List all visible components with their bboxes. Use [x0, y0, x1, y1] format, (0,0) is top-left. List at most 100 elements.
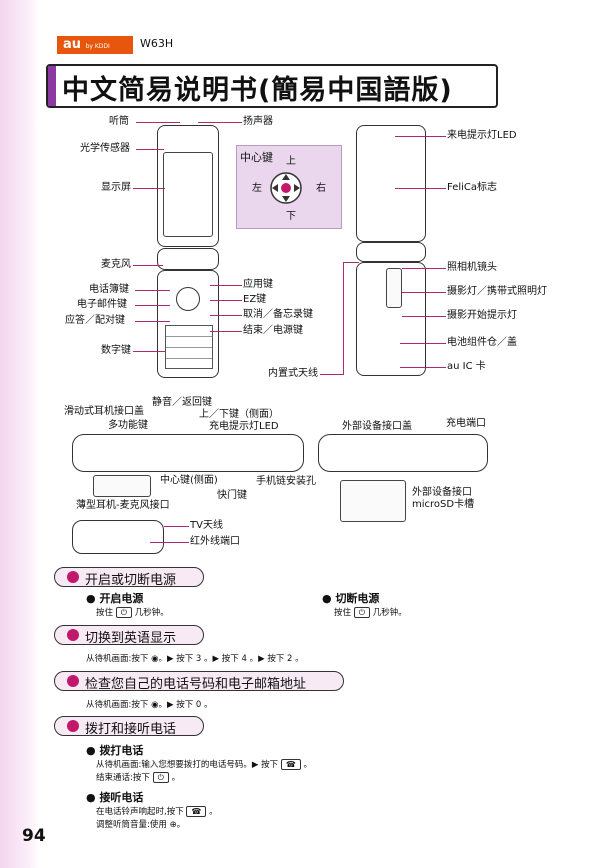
section-english: 切换到英语显示	[54, 625, 204, 646]
leader-answer	[135, 321, 170, 322]
leader-speaker	[198, 122, 242, 123]
section-bullet-icon	[67, 571, 79, 583]
label-incoming-led: 来电提示灯LED	[447, 130, 517, 141]
leader-felica	[395, 188, 446, 189]
label-mute-key: 静音／返回键	[152, 397, 212, 408]
leader-mic	[133, 265, 163, 266]
microsd-inset	[340, 480, 406, 522]
label-earphone-cover: 滑动式耳机接口盖	[64, 406, 144, 417]
section-calls: 拨打和接听电话	[54, 716, 204, 737]
leader-incoming-led	[395, 136, 446, 137]
english-steps: 从待机画面:按下 ◉。▶ 按下 3 。▶ 按下 4 。▶ 按下 2 。	[86, 654, 304, 664]
label-tv-antenna: TV天线	[190, 520, 223, 531]
earphone-jack-inset	[93, 475, 151, 497]
label-speaker: 扬声器	[243, 116, 273, 127]
answer-line1: 在电话铃声响起时,按下 ☎ 。	[96, 806, 218, 817]
dial-line2: 结束通话:按下 ⏻ 。	[96, 772, 181, 783]
power-off-title: ● 切断电源	[322, 592, 380, 605]
label-camera-lens: 照相机镜头	[447, 262, 497, 273]
label-phonebook-key: 电话簿键	[89, 284, 129, 295]
phone-end-view	[72, 520, 164, 554]
leader-au-ic	[400, 367, 446, 368]
power-off-text: 按住 ⏻ 几秒钟。	[334, 607, 407, 618]
answer-title: ● 接听电话	[86, 791, 144, 804]
center-key-label: 中心键	[240, 151, 273, 164]
label-end-key: 结束／电源键	[243, 325, 303, 336]
section-power: 开启或切断电源	[54, 567, 204, 588]
label-app-key: 应用键	[243, 279, 273, 290]
label-earpiece: 听筒	[109, 116, 129, 127]
dir-up-label: 上	[286, 156, 296, 167]
leader-ez	[210, 300, 242, 301]
leader-app	[210, 285, 242, 286]
leader-number-keys	[133, 351, 165, 352]
section-title: 开启或切断电源	[85, 573, 177, 588]
model-name: W63H	[140, 37, 174, 50]
answer-line2: 调整听筒音量:使用 ⊕。	[96, 820, 186, 830]
check-steps: 从待机画面:按下 ◉。▶ 按下 0 。	[86, 700, 213, 710]
dpad-icon	[270, 172, 302, 204]
label-felica: FeliCa标志	[447, 182, 498, 193]
volume-key-icon: ⊕	[169, 820, 177, 830]
phone-keypad	[165, 325, 213, 369]
leader-antenna-h	[320, 374, 344, 375]
leader-cancel	[210, 315, 242, 316]
label-mic: 麦克风	[101, 259, 131, 270]
label-email-key: 电子邮件键	[77, 299, 127, 310]
section-bullet-icon	[67, 720, 79, 732]
label-ext-cover: 外部设备接口盖	[342, 421, 412, 432]
title-accent	[48, 66, 56, 106]
dir-down-label: 下	[286, 211, 296, 222]
call-key-icon: ☎	[186, 806, 207, 817]
leader-ir	[150, 542, 189, 543]
label-light-sensor: 光学传感器	[80, 143, 130, 154]
end-key-icon: ⏻	[353, 607, 371, 618]
leader-phonebook	[135, 290, 170, 291]
label-updown-key: 上／下键（侧面）	[199, 409, 279, 420]
dir-right-label: 右	[316, 183, 326, 194]
leader-video-light	[402, 292, 446, 293]
power-on-title: ● 开启电源	[86, 592, 144, 605]
camera-module	[386, 268, 402, 308]
label-number-keys: 数字键	[101, 345, 131, 356]
label-ext-port: 外部设备接口	[412, 487, 472, 498]
au-logo: au by KDDI	[57, 36, 133, 54]
phone-side-left	[72, 434, 304, 472]
section-check: 检查您自己的电话号码和电子邮箱地址	[54, 671, 344, 692]
phone-back-hinge	[356, 242, 426, 262]
leader-antenna-top	[343, 262, 359, 263]
section-title: 拨打和接听电话	[85, 722, 177, 737]
label-microsd: microSD卡槽	[412, 499, 475, 510]
label-ez-key: EZ键	[243, 294, 267, 305]
label-multi-key: 多功能键	[108, 420, 148, 431]
label-au-ic: au IC 卡	[447, 361, 486, 372]
label-strap-hole: 手机链安装孔	[256, 476, 316, 487]
end-key-icon: ⏻	[115, 607, 133, 618]
power-on-text: 按住 ⏻ 几秒钟。	[96, 607, 169, 618]
leader-video-start	[402, 316, 446, 317]
leader-end	[210, 331, 242, 332]
leader-antenna-v	[343, 262, 344, 375]
page-margin-stripe	[0, 0, 40, 868]
dial-title: ● 拨打电话	[86, 744, 144, 757]
label-answer-key: 应答／配对键	[65, 315, 125, 326]
label-ir-port: 红外线端口	[190, 536, 240, 547]
phone-back-upper	[356, 125, 426, 242]
section-title: 检查您自己的电话号码和电子邮箱地址	[85, 677, 307, 692]
leader-camera	[402, 268, 446, 269]
title-frame	[46, 64, 498, 108]
label-shutter-key: 快门键	[217, 490, 247, 501]
end-key-icon: ⏻	[152, 772, 169, 783]
leader-earpiece	[136, 122, 180, 123]
page-number: 94	[22, 826, 46, 846]
phone-screen	[163, 152, 213, 237]
label-charge-port: 充电端口	[446, 418, 486, 429]
section-title: 切换到英语显示	[85, 631, 177, 646]
leader-email	[135, 305, 170, 306]
label-earphone-jack: 薄型耳机-麦克风接口	[76, 500, 170, 511]
label-display: 显示屏	[101, 182, 131, 193]
label-center-side: 中心键(侧面)	[160, 475, 218, 486]
call-key-icon: ☎	[280, 759, 301, 770]
label-video-start-light: 摄影开始提示灯	[447, 310, 517, 321]
label-battery-cover: 电池组件仓／盖	[447, 337, 517, 348]
